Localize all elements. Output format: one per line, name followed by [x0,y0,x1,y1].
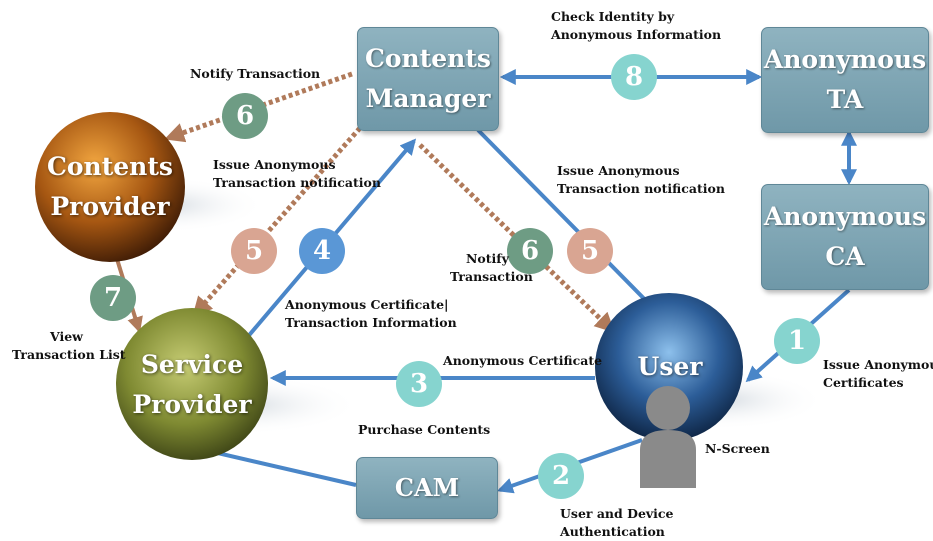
user-device-auth-line2: Authentication [560,524,665,539]
step-6-badge-mid: 6 [507,228,553,274]
notify-transaction-mid-line1: Notify [466,251,509,266]
issue-anon-certificates-line2: Certificates [823,375,904,390]
cam-label: CAM [394,473,460,502]
anon-cert-transaction-label: Anonymous Certificate| Transaction Infor… [285,296,457,332]
step-5-badge-right: 5 [567,228,613,274]
user-node: User [620,345,720,389]
n-screen-label: N-Screen [705,441,770,456]
contents-provider-line2: Provider [50,192,170,221]
contents-provider-node: Contents Provider [35,145,185,229]
issue-notification-right-line1: Issue Anonymous [557,163,680,178]
issue-anon-certificates-label: Issue Anonymous Certificates [823,356,933,392]
arrow-notify-contents-provider [164,71,353,143]
step-4-badge: 4 [299,228,345,274]
contents-provider-sphere [35,112,185,262]
purchase-contents-label: Purchase Contents [358,422,491,437]
contents-manager-line1: Contents [364,44,491,73]
cam-node: CAM [356,457,498,519]
issue-notification-left-label: Issue Anonymous Transaction notification [213,156,381,192]
user-label: User [637,352,703,381]
step-1-badge: 1 [774,318,820,364]
anonymous-ca-node: Anonymous CA [761,184,929,290]
anon-cert-transaction-line1: Anonymous Certificate| [285,297,449,312]
notify-transaction-top-label: Notify Transaction [190,66,321,81]
anon-cert-transaction-line2: Transaction Information [285,315,457,330]
anonymous-ta-node: Anonymous TA [761,27,929,133]
step-8-badge: 8 [611,54,657,100]
step-3-badge: 3 [396,361,442,407]
step-2-badge: 2 [538,453,584,499]
anonymous-certificate-label: Anonymous Certificate [443,353,603,368]
contents-manager-node: Contents Manager [357,27,499,131]
service-provider-line1: Service [140,350,244,379]
check-identity-line2: Anonymous Information [551,27,722,42]
anonymous-ta-line1: Anonymous [763,45,927,74]
view-transaction-list-label: View Transaction List [12,328,126,364]
service-provider-sphere [116,308,268,460]
user-sphere [595,293,743,441]
view-transaction-list-line2: Transaction List [12,347,126,362]
contents-provider-line1: Contents [46,152,173,181]
check-identity-line1: Check Identity by [551,9,675,24]
step-7-badge: 7 [90,275,136,321]
notify-transaction-mid-line2: Transaction [450,269,533,284]
issue-notification-left-line1: Issue Anonymous [213,157,336,172]
view-transaction-list-line1: View [50,329,83,344]
issue-notification-right-label: Issue Anonymous Transaction notification [557,162,725,198]
notify-transaction-mid-label: Notify Transaction [450,250,533,286]
anonymous-ta-line2: TA [826,85,864,114]
anonymous-ca-line1: Anonymous [763,202,927,231]
user-device-auth-line1: User and Device [560,506,674,521]
person-icon [640,386,696,488]
arrow-issue-notification-user [476,128,671,326]
anonymous-ca-line2: CA [825,242,865,271]
arrow-cam-service-provider [192,443,357,487]
issue-notification-right-line2: Transaction notification [557,181,725,196]
user-device-auth-label: User and Device Authentication [560,505,673,541]
issue-notification-left-line2: Transaction notification [213,175,381,190]
check-identity-label: Check Identity by Anonymous Information [551,8,721,44]
contents-manager-line2: Manager [365,84,491,113]
step-6-badge-top: 6 [222,93,268,139]
service-provider-line2: Provider [132,390,252,419]
issue-anon-certificates-line1: Issue Anonymous [823,357,933,372]
step-5-badge-left: 5 [231,228,277,274]
service-provider-node: Service Provider [117,343,267,427]
